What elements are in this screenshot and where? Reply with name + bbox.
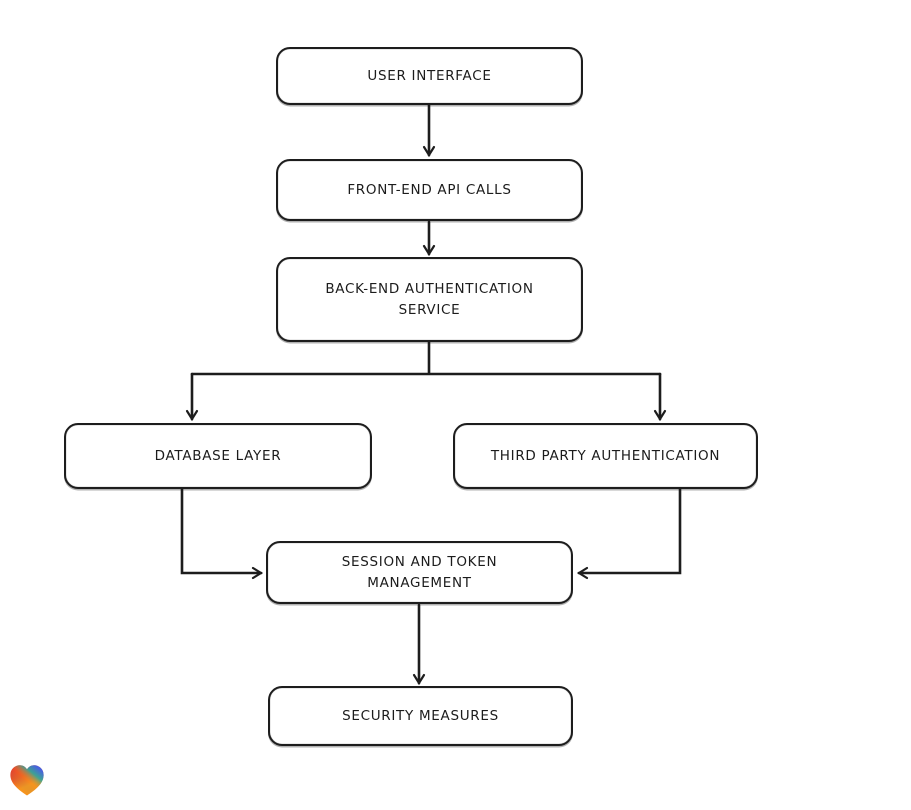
- edge-thirdparty-to-session: [576, 487, 682, 580]
- node-label: USER INTERFACE: [367, 67, 492, 84]
- node-label: FRONT-END API CALLS: [347, 181, 512, 198]
- edge-backend-branch-bar: [190, 340, 662, 376]
- node-third-party-authentication: THIRD PARTY AUTHENTICATION: [453, 423, 758, 489]
- node-label: SECURITY MEASURES: [342, 707, 499, 724]
- node-session-and-token-management: SESSION AND TOKEN MANAGEMENT: [266, 541, 573, 604]
- heart-shape-overlay: [10, 765, 44, 796]
- node-database-layer: DATABASE LAYER: [64, 423, 372, 489]
- node-label: DATABASE LAYER: [154, 447, 282, 464]
- gradient-heart-logo[interactable]: [8, 761, 46, 798]
- node-front-end-api-calls: FRONT-END API CALLS: [276, 159, 583, 221]
- node-label: THIRD PARTY AUTHENTICATION: [490, 447, 721, 464]
- node-label: SESSION AND TOKEN MANAGEMENT: [341, 554, 498, 591]
- node-label: BACK-END AUTHENTICATION SERVICE: [325, 281, 534, 318]
- node-security-measures: SECURITY MEASURES: [268, 686, 573, 746]
- node-user-interface: USER INTERFACE: [276, 47, 583, 105]
- edge-database-to-session: [180, 487, 264, 580]
- node-back-end-authentication-service: BACK-END AUTHENTICATION SERVICE: [276, 257, 583, 342]
